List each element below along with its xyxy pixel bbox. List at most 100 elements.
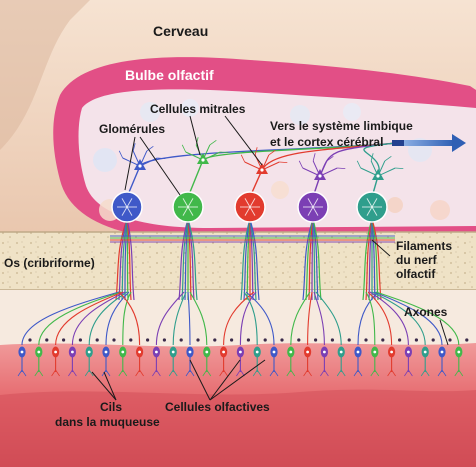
cilium xyxy=(286,369,292,377)
cilium xyxy=(168,369,174,377)
axon-bundle-fiber xyxy=(249,218,257,301)
mitral-twig xyxy=(146,145,154,152)
cilium xyxy=(420,369,426,377)
support-cell xyxy=(330,338,334,342)
receptor-nucleus xyxy=(37,350,41,354)
brain-fold xyxy=(0,0,90,150)
cilium xyxy=(391,369,396,377)
receptor-axon xyxy=(371,291,426,346)
cilium xyxy=(340,369,346,377)
cilium xyxy=(353,369,359,377)
cilium xyxy=(408,369,413,377)
axon-bundle-fiber xyxy=(178,218,189,301)
receptor-nucleus xyxy=(373,350,377,354)
axon-bundle-fiber xyxy=(181,218,189,301)
receptor-nucleus xyxy=(440,350,444,354)
brain-label: Cerveau xyxy=(153,23,208,39)
axon-bundle-fiber xyxy=(121,218,128,301)
support-cell xyxy=(179,338,183,342)
cilium xyxy=(454,369,460,377)
receptor-nucleus xyxy=(306,350,309,354)
mitral-nucleus xyxy=(376,174,380,178)
support-cell xyxy=(448,338,452,342)
glomerulus-texture xyxy=(121,198,128,208)
receptor-axon xyxy=(369,291,409,346)
olfactory-bulb-label: Bulbe olfactif xyxy=(125,67,214,83)
glomerulus-texture xyxy=(187,198,194,208)
receptor-nucleus xyxy=(71,350,74,354)
cilium xyxy=(139,369,144,377)
mitral-twig xyxy=(370,153,374,162)
receptor-axon xyxy=(290,291,311,346)
cilium xyxy=(206,369,212,377)
receptor-nucleus xyxy=(339,350,343,354)
support-cell xyxy=(129,338,133,342)
axon-bundle-fiber xyxy=(371,218,379,301)
axon-bundle-fiber xyxy=(371,218,382,301)
support-cell xyxy=(112,338,116,342)
mitral-twig xyxy=(384,155,392,162)
filaments-label-line1: Filaments xyxy=(396,239,452,253)
axon-bundle-fiber xyxy=(308,218,314,301)
support-cell xyxy=(465,338,469,342)
receptor-nucleus xyxy=(407,350,410,354)
glomerulus-texture xyxy=(121,206,128,216)
receptor-axon xyxy=(21,291,120,346)
receptor-axon xyxy=(122,291,132,346)
cilium xyxy=(320,369,325,377)
leader-lines xyxy=(91,115,449,401)
cilium xyxy=(458,369,464,377)
cilium xyxy=(172,369,178,377)
glomerulus-texture xyxy=(182,198,189,208)
axon-bundle-fiber xyxy=(312,218,316,301)
receptor-nucleus xyxy=(138,350,142,354)
mitral-twig xyxy=(195,137,199,146)
cilia-label-line1: Cils xyxy=(100,400,122,414)
cilium xyxy=(152,369,157,377)
axon-bundle-fiber xyxy=(371,218,376,301)
receptor-axon xyxy=(172,291,187,346)
cilium xyxy=(202,369,208,377)
axon-bundle-fiber xyxy=(187,218,195,301)
mitral-twig xyxy=(312,153,316,162)
cilium xyxy=(404,369,409,377)
cilium xyxy=(88,369,94,377)
filaments-label-line3: olfactif xyxy=(396,267,436,281)
cilium xyxy=(252,369,258,377)
mitral-twig xyxy=(132,143,136,152)
cilium xyxy=(135,369,140,377)
receptor-axon xyxy=(375,291,460,346)
mitral-twig xyxy=(337,167,346,170)
support-cell xyxy=(28,338,32,342)
cilium xyxy=(336,369,342,377)
receptor-nucleus xyxy=(272,350,276,354)
support-cell xyxy=(78,338,82,342)
mitral-twig xyxy=(118,150,124,159)
support-cell xyxy=(364,338,368,342)
receptor-axon xyxy=(118,291,141,346)
support-cell xyxy=(162,338,166,342)
receptor-nucleus xyxy=(171,350,175,354)
limbic-label-line1: Vers le système limbique xyxy=(270,119,413,133)
axon-bundle-fiber xyxy=(368,218,373,301)
mitral-axon xyxy=(363,142,397,177)
glomerulus-texture xyxy=(371,198,378,208)
bone-label: Os (cribriforme) xyxy=(4,256,95,270)
receptor-axon xyxy=(187,291,191,346)
cilia-label-line2: dans la muqueuse xyxy=(55,415,160,429)
support-cell xyxy=(381,338,385,342)
receptor-axon xyxy=(239,291,257,346)
bulb-cells xyxy=(93,99,450,221)
axon-bundle-fiber xyxy=(126,218,129,301)
receptor-axon xyxy=(105,291,130,346)
mitral-nucleus xyxy=(138,164,142,168)
cilium xyxy=(236,369,241,377)
cilium xyxy=(324,369,329,377)
receptor-axon xyxy=(245,291,275,346)
receptor-nucleus xyxy=(222,350,226,354)
mitral-twig xyxy=(298,160,304,169)
glomerulus-texture xyxy=(366,198,373,208)
support-cell xyxy=(398,338,402,342)
limbic-label-line2: et le cortex cérébral xyxy=(270,135,383,149)
glomerulus-texture xyxy=(249,198,256,208)
